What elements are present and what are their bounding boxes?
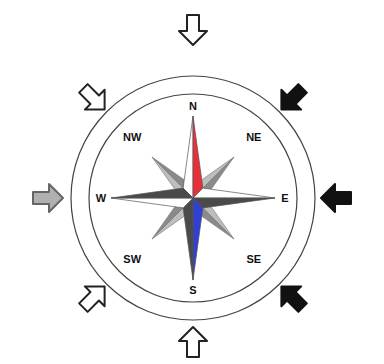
wind-arrow — [271, 78, 312, 119]
star-point — [183, 198, 193, 280]
star-point — [111, 198, 193, 208]
wind-arrow — [73, 78, 114, 119]
wind-arrow — [179, 327, 207, 357]
outer-ring — [71, 76, 315, 320]
wind-arrow — [33, 184, 63, 212]
direction-label: N — [188, 100, 198, 112]
inner-ring — [89, 94, 297, 302]
wind-arrow — [73, 276, 114, 317]
star-point — [183, 116, 193, 198]
wind-arrow — [321, 184, 351, 212]
direction-label: S — [188, 284, 197, 296]
wind-arrow — [179, 15, 207, 45]
wind-arrow — [271, 276, 312, 317]
star-point — [193, 116, 203, 198]
direction-label: SW — [122, 253, 142, 265]
star-point — [193, 188, 275, 198]
direction-label: NW — [122, 131, 142, 143]
direction-label: NE — [245, 131, 262, 143]
direction-label: W — [95, 192, 107, 204]
direction-label: E — [280, 192, 289, 204]
star-point — [111, 188, 193, 198]
star-point — [193, 198, 203, 280]
direction-label: SE — [245, 253, 262, 265]
star-point — [193, 198, 275, 208]
